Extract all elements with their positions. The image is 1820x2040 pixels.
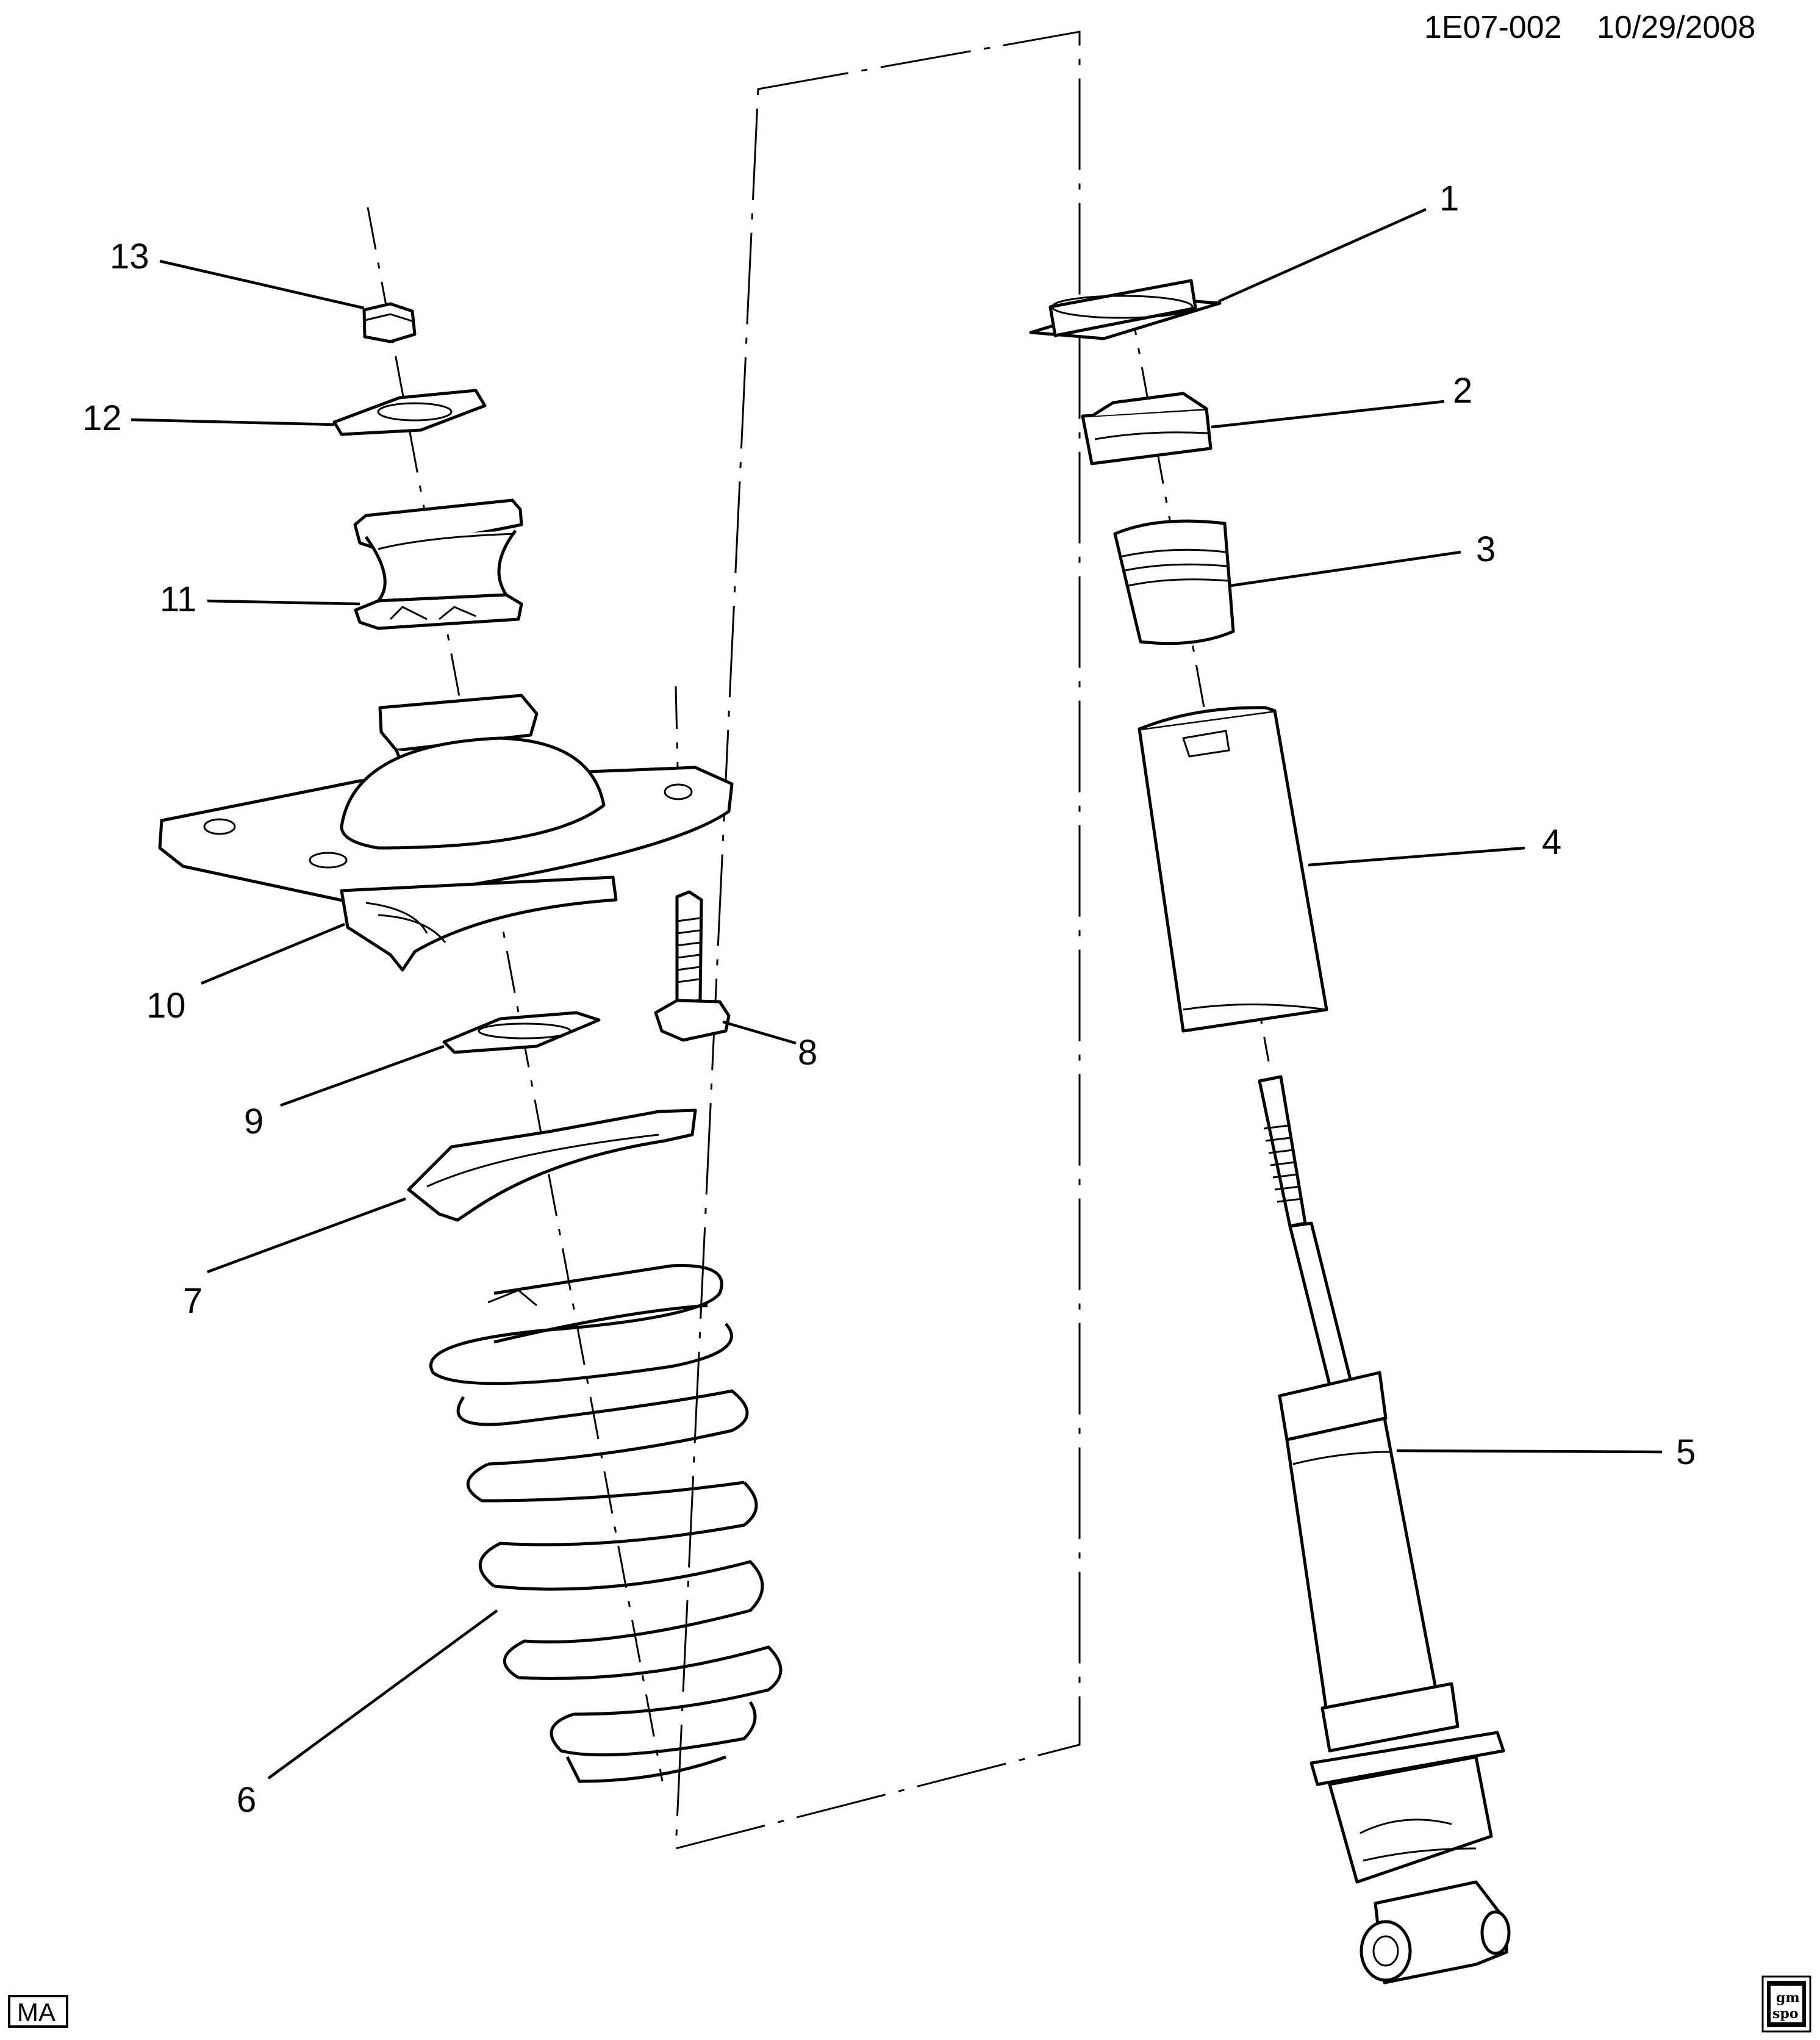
callout-6: 6 xyxy=(237,1780,256,1820)
part-5-shock-absorber xyxy=(1258,1075,1511,1984)
leader-3 xyxy=(1230,550,1461,587)
diagram-date: 10/29/2008 xyxy=(1597,10,1755,45)
leader-4 xyxy=(1308,846,1525,867)
part-9-spring-isolator xyxy=(442,1011,601,1054)
diagram-code: 1E07-002 xyxy=(1424,10,1562,45)
part-3-jounce-bumper xyxy=(1113,519,1235,645)
part-4-dust-shield xyxy=(1138,706,1328,1033)
gm-spo-logo: gm spo xyxy=(1761,1975,1811,2033)
logo-text-top: gm xyxy=(1776,1990,1800,2006)
part-2-bumper-cup xyxy=(1081,392,1213,465)
part-8-bolt xyxy=(654,890,731,1042)
callout-3: 3 xyxy=(1476,530,1496,569)
leader-8 xyxy=(722,1020,797,1045)
leader-11 xyxy=(207,599,360,606)
callout-8: 8 xyxy=(798,1033,817,1072)
part-12-washer-plate xyxy=(332,389,487,436)
leader-lines xyxy=(131,207,1663,1780)
leader-12 xyxy=(131,418,335,426)
callout-12: 12 xyxy=(82,398,122,438)
part-10-mount-plate xyxy=(158,694,734,972)
callout-5: 5 xyxy=(1676,1432,1696,1472)
callout-numbers: 1 2 3 4 5 6 7 8 9 10 11 12 13 xyxy=(82,179,1696,1820)
callout-2: 2 xyxy=(1453,371,1472,411)
part-13-nut xyxy=(362,302,417,343)
assembly-frame xyxy=(675,31,1081,1850)
callout-11: 11 xyxy=(160,580,196,619)
leader-7 xyxy=(207,1197,406,1274)
part-7-upper-spring-seat xyxy=(407,1108,697,1222)
logo-text-bottom: spo xyxy=(1772,2006,1798,2022)
callout-13: 13 xyxy=(110,237,149,276)
leader-2 xyxy=(1211,400,1445,429)
leader-9 xyxy=(280,1044,445,1107)
callout-1: 1 xyxy=(1439,179,1459,218)
leader-6 xyxy=(267,1609,498,1780)
leader-13 xyxy=(159,259,365,310)
leader-1 xyxy=(1218,207,1427,303)
leader-10 xyxy=(201,922,345,985)
callout-4: 4 xyxy=(1542,822,1561,862)
corner-tag: MA xyxy=(8,1995,68,2028)
callout-7: 7 xyxy=(183,1281,202,1321)
part-11-upper-mount-bushing xyxy=(353,498,523,630)
part-1-upper-insulator xyxy=(1029,279,1222,340)
leader-5 xyxy=(1396,1449,1663,1454)
corner-tag-text: MA xyxy=(17,1998,56,2027)
part-6-coil-spring xyxy=(429,1264,783,1783)
callout-9: 9 xyxy=(244,1102,263,1141)
callout-10: 10 xyxy=(146,986,186,1025)
